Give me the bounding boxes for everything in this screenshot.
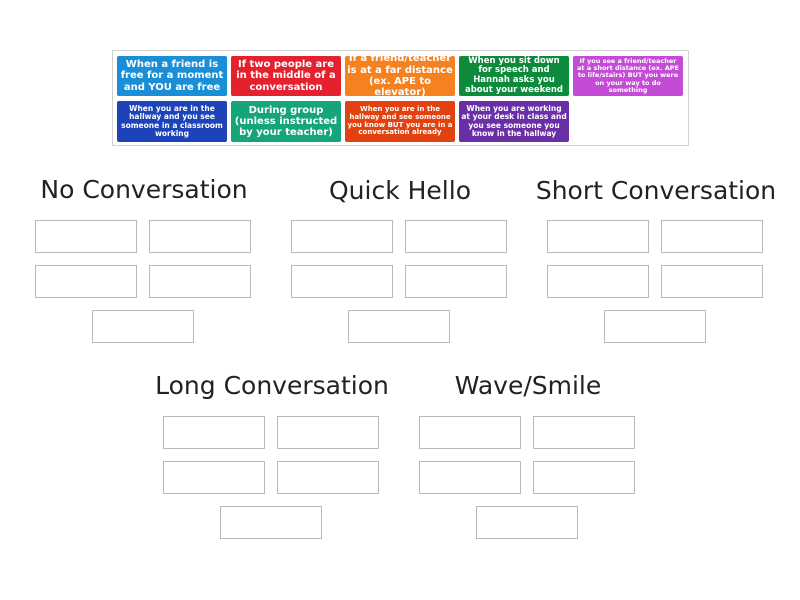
drop-slot[interactable] [291, 220, 393, 253]
drop-slot[interactable] [533, 461, 635, 494]
drop-slot[interactable] [661, 220, 763, 253]
card-tray: When a friend is free for a moment and Y… [112, 50, 689, 146]
drop-slot[interactable] [149, 265, 251, 298]
drop-slot[interactable] [35, 220, 137, 253]
drop-slot[interactable] [92, 310, 194, 343]
answer-card[interactable]: If a friend/teacher is at a far distance… [345, 56, 455, 96]
drop-slot[interactable] [604, 310, 706, 343]
drop-slot[interactable] [35, 265, 137, 298]
answer-card[interactable]: If you see a friend/teacher at a short d… [573, 56, 683, 96]
drop-slot[interactable] [547, 220, 649, 253]
group-title-long-conversation: Long Conversation [155, 371, 389, 400]
answer-card[interactable]: When a friend is free for a moment and Y… [117, 56, 227, 96]
answer-card[interactable]: When you are working at your desk in cla… [459, 101, 569, 142]
drop-slot[interactable] [277, 461, 379, 494]
drop-slot[interactable] [348, 310, 450, 343]
answer-card[interactable]: When you are in the hallway and you see … [117, 101, 227, 142]
drop-slot[interactable] [291, 265, 393, 298]
group-title-wave-smile: Wave/Smile [454, 371, 602, 400]
drop-slot[interactable] [163, 416, 265, 449]
drop-slot[interactable] [419, 416, 521, 449]
answer-card[interactable]: When you sit down for speech and Hannah … [459, 56, 569, 96]
group-title-quick-hello: Quick Hello [328, 176, 471, 205]
drop-slot[interactable] [220, 506, 322, 539]
drop-slot[interactable] [661, 265, 763, 298]
answer-card[interactable]: During group (unless instructed by your … [231, 101, 341, 142]
group-title-no-conversation: No Conversation [40, 175, 248, 204]
drop-slot[interactable] [405, 220, 507, 253]
drop-slot[interactable] [277, 416, 379, 449]
drop-slot[interactable] [419, 461, 521, 494]
drop-slot[interactable] [476, 506, 578, 539]
drop-slot[interactable] [149, 220, 251, 253]
drop-slot[interactable] [547, 265, 649, 298]
drop-slot[interactable] [533, 416, 635, 449]
answer-card[interactable]: If two people are in the middle of a con… [231, 56, 341, 96]
group-title-short-conversation: Short Conversation [535, 176, 777, 205]
answer-card[interactable]: When you are in the hallway and see some… [345, 101, 455, 142]
drop-slot[interactable] [405, 265, 507, 298]
drop-slot[interactable] [163, 461, 265, 494]
